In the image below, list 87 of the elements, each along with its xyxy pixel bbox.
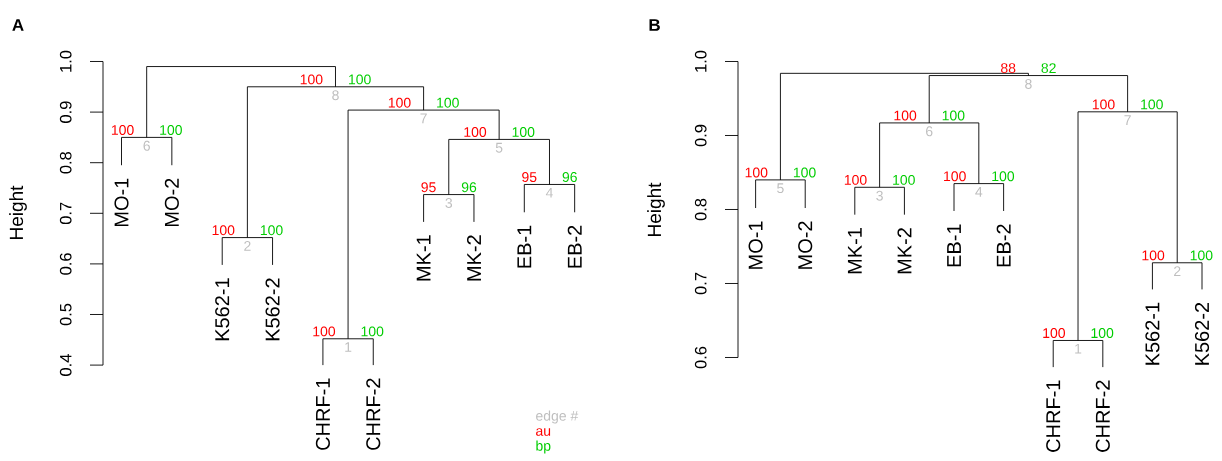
tick-label: 1.0 xyxy=(59,50,72,72)
au-value: 100 xyxy=(212,225,235,236)
au-value: 100 xyxy=(1142,250,1165,261)
tick-label: 0.9 xyxy=(59,101,72,123)
bp-value: 100 xyxy=(437,97,459,108)
bp-value: 100 xyxy=(1190,250,1213,261)
leaf-label: MO-2 xyxy=(798,221,813,269)
edge-number: 5 xyxy=(777,183,784,194)
leaf-label: CHRF-2 xyxy=(1095,380,1110,452)
bp-value: 100 xyxy=(349,74,371,85)
edge-number: 7 xyxy=(420,113,427,124)
bp-value: 100 xyxy=(260,225,283,236)
edge-number: 8 xyxy=(1025,79,1032,89)
edge-number: 3 xyxy=(876,190,883,201)
edge-number: 2 xyxy=(244,241,251,251)
au-value: 100 xyxy=(111,125,134,135)
au-value: 100 xyxy=(844,174,867,185)
edge-number: 4 xyxy=(545,187,553,198)
leaf-label: K562-2 xyxy=(265,278,280,341)
bp-value: 82 xyxy=(1041,63,1056,74)
au-value: 100 xyxy=(313,326,336,337)
leaf-label: CHRF-1 xyxy=(315,378,330,450)
bp-value: 96 xyxy=(562,172,577,182)
leaf-label: K562-1 xyxy=(215,278,230,341)
tick-label: 0.5 xyxy=(59,303,72,326)
leaf-label: K562-2 xyxy=(1194,302,1210,365)
legend-text: au xyxy=(536,428,551,436)
au-value: 88 xyxy=(1001,63,1016,74)
bp-value: 100 xyxy=(893,174,915,185)
bp-value: 100 xyxy=(942,110,965,121)
edge-number: 6 xyxy=(926,126,933,137)
leaf-label: CHRF-1 xyxy=(1046,380,1061,452)
au-value: 100 xyxy=(894,110,917,121)
leaf-label: MO-1 xyxy=(748,221,763,269)
edge-number: 4 xyxy=(975,187,983,197)
edge-number: 1 xyxy=(1075,343,1082,354)
tick-label: 0.7 xyxy=(59,202,72,225)
tick-label: 0.9 xyxy=(694,124,707,147)
tick-label: 0.8 xyxy=(694,198,707,221)
tick-label: 0.6 xyxy=(59,253,72,275)
bp-value: 100 xyxy=(361,326,384,337)
leaf-label: MO-2 xyxy=(164,178,179,227)
au-value: 100 xyxy=(1092,99,1115,110)
tick-label: 1.0 xyxy=(694,50,707,72)
edge-number: 7 xyxy=(1124,115,1131,125)
bp-value: 100 xyxy=(1141,99,1163,110)
tick-label: 0.4 xyxy=(59,354,72,376)
leaf-label: CHRF-2 xyxy=(366,378,381,450)
au-value: 100 xyxy=(1043,328,1065,339)
leaf-label: EB-2 xyxy=(996,224,1011,267)
au-value: 100 xyxy=(745,167,768,178)
axis-title: Height xyxy=(647,182,665,236)
bp-value: 96 xyxy=(461,182,477,193)
panel-label: A xyxy=(12,19,24,31)
legend-text: bp xyxy=(536,440,551,454)
leaf-label: EB-1 xyxy=(947,224,961,267)
legend-text: edge # xyxy=(536,410,579,424)
tick-label: 0.6 xyxy=(694,346,707,369)
leaf-label: MK-1 xyxy=(416,235,431,281)
leaf-label: MK-2 xyxy=(897,228,912,274)
axis-title: Height xyxy=(9,185,27,239)
au-value: 100 xyxy=(388,97,411,108)
au-value: 95 xyxy=(522,172,537,182)
edge-number: 5 xyxy=(495,142,503,153)
leaf-label: MK-1 xyxy=(847,228,862,274)
leaf-label: MO-1 xyxy=(114,178,129,227)
edge-number: 6 xyxy=(143,140,150,151)
edge-number: 8 xyxy=(332,90,339,101)
bp-value: 100 xyxy=(160,125,182,135)
tick-label: 0.7 xyxy=(694,272,707,295)
leaf-label: EB-2 xyxy=(567,225,582,268)
leaf-label: EB-1 xyxy=(517,225,532,268)
panel-label: B xyxy=(649,19,660,31)
tick-label: 0.8 xyxy=(59,151,72,174)
bp-value: 100 xyxy=(1091,328,1114,339)
bp-value: 100 xyxy=(992,171,1015,182)
edge-number: 1 xyxy=(345,342,352,352)
edge-number: 3 xyxy=(445,198,453,208)
leaf-label: MK-2 xyxy=(467,235,481,281)
au-value: 95 xyxy=(421,182,436,193)
leaf-label: K562-1 xyxy=(1145,302,1160,365)
bp-value: 100 xyxy=(512,127,535,137)
au-value: 100 xyxy=(300,74,323,85)
au-value: 100 xyxy=(944,171,966,182)
au-value: 100 xyxy=(464,127,487,137)
edge-number: 2 xyxy=(1174,266,1181,276)
bp-value: 100 xyxy=(793,167,816,178)
